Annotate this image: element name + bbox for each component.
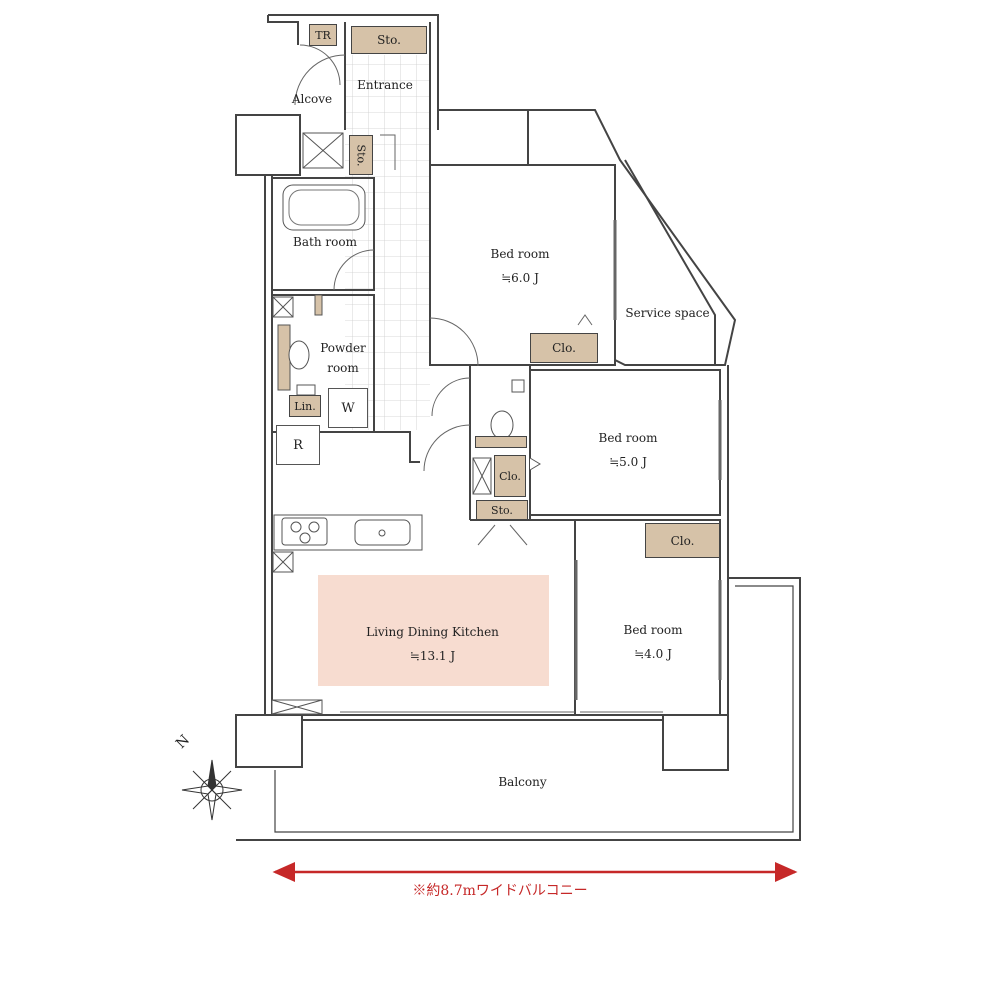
storage-lower: Sto. [476, 500, 528, 520]
bed-room-2-name: Bed room [598, 431, 658, 445]
bed-room-3-size: ≒4.0 J [634, 647, 672, 661]
hall-storage: Sto. [349, 135, 373, 175]
door-swings [294, 44, 593, 546]
bed-room-2-size: ≒5.0 J [609, 455, 647, 469]
hall-storage-label: Sto. [354, 144, 368, 166]
bed-room-1-label: Bed room ≒6.0 J [480, 242, 560, 290]
linen-storage: Lin. [289, 395, 321, 417]
ldk-label: Living Dining Kitchen ≒13.1 J [330, 620, 535, 668]
fridge-space: R [276, 425, 320, 465]
powder-room-label: Powder room [318, 338, 368, 378]
bed-room-3-label: Bed room ≒4.0 J [613, 618, 693, 666]
entrance-tiles [345, 55, 430, 130]
powder-room-label-line1: Powder [320, 341, 366, 355]
alcove-label: Alcove [291, 92, 333, 106]
windows [340, 220, 722, 713]
bed-room-2-label: Bed room ≒5.0 J [588, 426, 668, 474]
toilet-shelf [475, 436, 527, 448]
entrance-label: Entrance [357, 78, 413, 92]
bathtub-inner [288, 189, 360, 226]
closet-bed1: Clo. [530, 333, 598, 363]
bed-room-1-size: ≒6.0 J [501, 271, 539, 285]
ldk-size: ≒13.1 J [409, 649, 456, 663]
closet-toilet: Clo. [494, 455, 526, 497]
tr-storage: TR [309, 24, 337, 46]
shafts [271, 132, 492, 715]
bathtub [282, 184, 366, 231]
ldk-name: Living Dining Kitchen [366, 625, 499, 639]
kitchen-counter [273, 514, 423, 551]
corridor-tiles [345, 130, 430, 430]
walls [235, 14, 801, 841]
closet-bed3: Clo. [645, 523, 720, 558]
powder-room-label-line2: room [327, 361, 359, 375]
bed-room-3-name: Bed room [623, 623, 683, 637]
ldk-highlight [318, 575, 549, 686]
bed-room-1-name: Bed room [490, 247, 550, 261]
balcony-label: Balcony [498, 775, 547, 789]
balcony-width-note: ※約8.7mワイドバルコニー [412, 883, 588, 899]
compass-rose [181, 759, 243, 821]
bath-room-label: Bath room [293, 235, 357, 249]
entrance-storage: Sto. [351, 26, 427, 54]
service-space-label: Service space [625, 306, 710, 320]
washer-space: W [328, 388, 368, 428]
